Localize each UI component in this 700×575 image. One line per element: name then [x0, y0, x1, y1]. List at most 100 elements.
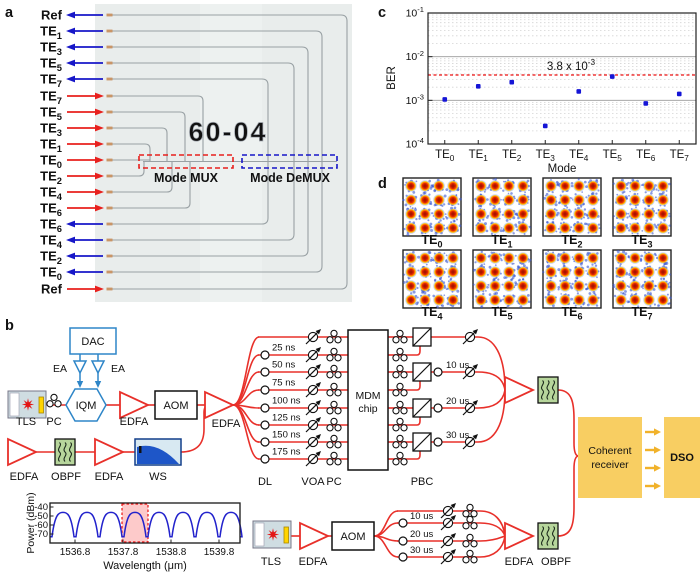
port-row: TE0 [40, 153, 104, 170]
spectrum-y-tick-label: -50 [34, 511, 48, 522]
pc1-label: PC [46, 416, 61, 428]
voa-attenuator-icon [440, 515, 456, 531]
dl-column-label: DL [258, 476, 272, 488]
polarization-controller-icon [392, 417, 408, 432]
fiber-line [404, 346, 421, 356]
data-point [475, 83, 481, 89]
fiber-coupler-spot [106, 94, 113, 98]
panel-b-label: b [5, 318, 14, 334]
pbc-combiner-icon [412, 362, 432, 382]
fiber-coupler-spot [106, 206, 113, 210]
arrow-left-icon [66, 59, 75, 67]
spectrum-x-title: Wavelength (μm) [103, 560, 187, 572]
polarization-controller-icon [392, 347, 408, 362]
port-row: TE1 [40, 137, 104, 154]
chip-id-text: 60-04 [188, 117, 267, 147]
polarization-controller-icon [46, 393, 62, 408]
fiber-coupler-spot [106, 254, 113, 258]
waveguide [112, 162, 191, 209]
obpf2-label: OBPF [541, 556, 571, 568]
edfa3-label: EDFA [10, 471, 39, 483]
edfa-amplifier [94, 437, 126, 467]
port-row: TE3 [40, 40, 103, 57]
delay-line-icon [433, 437, 443, 447]
voa-attenuator-icon [462, 434, 478, 450]
panel-c-ber-chart: c BER Mode 3.8 x 10-310-110-210-310-4TE0… [378, 5, 697, 175]
panel-a-chip-layout: a 60-04 Mode MUX Mode DeMUX RefTE1TE3TE5… [5, 4, 352, 302]
voa-attenuator-icon [305, 329, 321, 345]
fiber-line [479, 535, 506, 542]
delay-label: 75 ns [272, 378, 295, 389]
arrow-left-icon [66, 236, 75, 244]
port-label: TE0 [40, 265, 62, 282]
fiber-coupler-spot [106, 158, 113, 162]
delay-label: 10 us [410, 511, 433, 522]
mode-demux-box [241, 154, 338, 169]
edfa2-label: EDFA [212, 418, 241, 430]
voa-attenuator-icon [462, 364, 478, 380]
polarization-controller-icon [326, 451, 342, 466]
voa-attenuator-icon [440, 549, 456, 565]
constellation-tile [542, 249, 602, 309]
delay-line-icon [260, 454, 270, 464]
port-label: TE5 [40, 56, 62, 73]
waveguide [112, 78, 269, 225]
delay-label: 50 ns [272, 360, 295, 371]
voa-attenuator-icon [305, 347, 321, 363]
fiber-line [477, 371, 506, 391]
constellation-label: TE6 [562, 305, 583, 321]
chip-ports: RefTE1TE3TE5TE7TE7TE5TE3TE1TE0TE2TE4TE6T… [40, 8, 104, 297]
port-label: TE0 [40, 153, 62, 170]
coherent-receiver-label-1: Coherent [588, 445, 631, 457]
data-point [643, 101, 649, 106]
port-label: TE2 [40, 169, 62, 186]
edfa-amplifier [204, 390, 236, 420]
polarization-controller-icon [392, 364, 408, 379]
delay-label: 125 ns [272, 413, 301, 424]
fiber-line [404, 417, 421, 426]
delay-label: 150 ns [272, 430, 301, 441]
iqm-modulator [65, 388, 107, 422]
ws-label: WS [149, 471, 167, 483]
polarization-controller-icon [326, 329, 342, 344]
voa-attenuator-icon [305, 382, 321, 398]
arrow-left-icon [66, 252, 75, 260]
fiber-line [404, 381, 421, 391]
arrow-right-icon [95, 285, 104, 293]
port-row: TE1 [40, 24, 103, 41]
fiber-coupler-spot [106, 222, 113, 226]
panel-a-label: a [5, 5, 14, 21]
fiber-line [557, 455, 579, 537]
polarization-controller-icon [326, 347, 342, 362]
voa-attenuator-icon [462, 400, 478, 416]
waveguide [112, 62, 295, 241]
coherent-receiver-box [578, 417, 642, 498]
arrow-right-icon [95, 172, 104, 180]
polarization-controller-icon [462, 503, 478, 518]
voa-attenuator-icon [440, 533, 456, 549]
edfa-amplifier [119, 390, 151, 420]
polarization-controller-icon [462, 533, 478, 548]
delay-line-icon [260, 403, 270, 413]
edfa-amplifier [7, 437, 39, 467]
polarization-controller-icon [462, 515, 478, 530]
delay-label: 10 us [446, 360, 469, 371]
tls-output-facet [283, 526, 289, 544]
polarization-controller-icon [392, 434, 408, 449]
fiber-coupler-spot [106, 13, 113, 17]
waveguide [112, 111, 186, 162]
arrow-right-icon [95, 92, 104, 100]
y-tick-label: 10-3 [406, 92, 424, 106]
x-tick-label: TE7 [670, 149, 690, 163]
port-row: TE4 [40, 233, 103, 250]
constellation-tile [472, 177, 532, 237]
ea-right-label: EA [111, 363, 125, 375]
edfa-amplifier [504, 521, 536, 551]
polarization-controller-icon [462, 549, 478, 564]
y-axis-title: BER [386, 66, 398, 90]
delay-label: 30 us [446, 430, 469, 441]
constellation-tile [612, 249, 672, 309]
polarization-controller-icon [392, 329, 408, 344]
